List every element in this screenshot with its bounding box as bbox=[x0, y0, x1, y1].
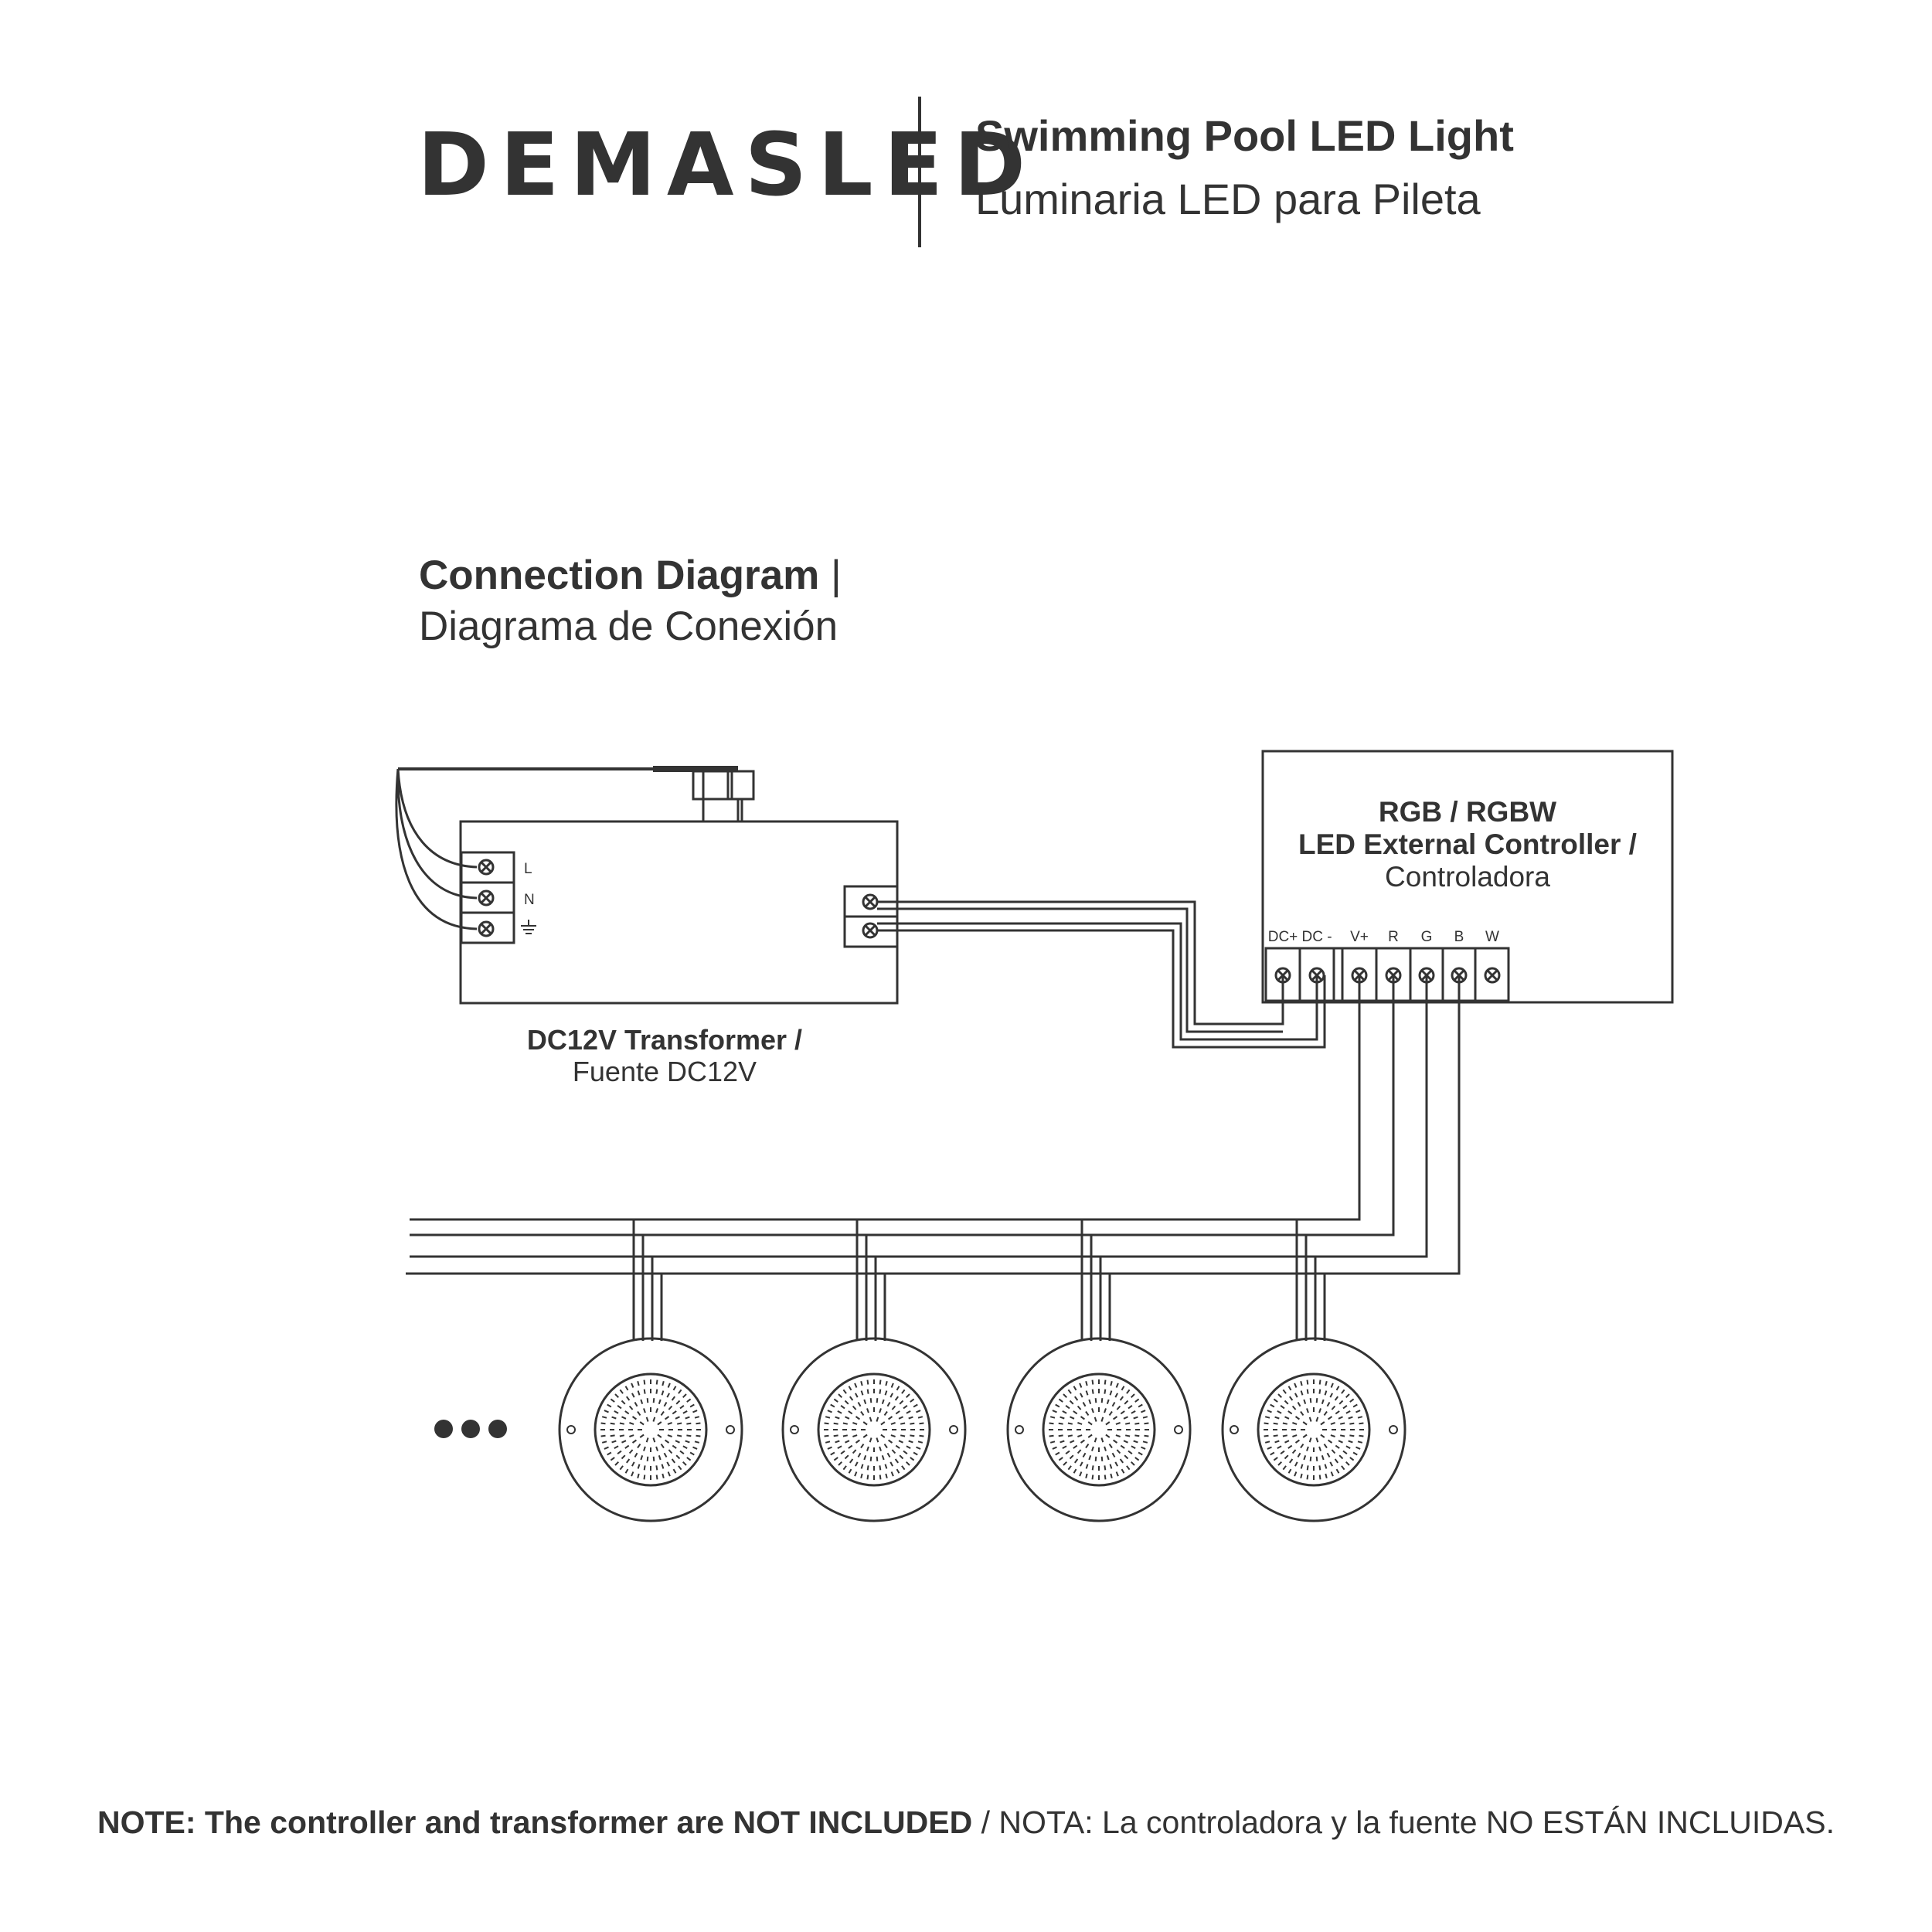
footer-note-bold: NOTE: The controller and transformer are… bbox=[97, 1804, 973, 1840]
transformer-label-en: DC12V Transformer / bbox=[526, 1024, 803, 1056]
controller-terminal-block bbox=[1264, 947, 1510, 1002]
light-screw-icon bbox=[790, 1425, 799, 1434]
power-plug-icon bbox=[398, 766, 755, 821]
transformer-terminal-label: N bbox=[524, 892, 535, 908]
transformer-screw-icons bbox=[478, 859, 495, 937]
section-title-en: Connection Diagram | bbox=[419, 555, 842, 596]
section-title-en-text: Connection Diagram bbox=[419, 553, 820, 598]
controller-terminal-label-0: DC+ bbox=[1268, 929, 1298, 945]
transformer-input-terminal-block bbox=[460, 851, 515, 944]
transformer-label-es: Fuente DC12V bbox=[572, 1056, 757, 1088]
pool-light-4 bbox=[1221, 1218, 1406, 1522]
light-led-pattern bbox=[600, 1379, 701, 1480]
controller-label-line2: LED External Controller / bbox=[1298, 828, 1637, 860]
section-title-es: Diagrama de Conexión bbox=[419, 604, 838, 649]
light-lens bbox=[1257, 1372, 1371, 1487]
light-outer-ring bbox=[558, 1337, 743, 1522]
light-led-pattern bbox=[824, 1379, 924, 1480]
light-screw-icon bbox=[1230, 1425, 1239, 1434]
light-led-pattern bbox=[1049, 1379, 1149, 1480]
brand-logo: DEMASLED bbox=[417, 115, 1037, 216]
controller-terminal-dividers bbox=[1298, 948, 1477, 1001]
light-screw-icon bbox=[949, 1425, 958, 1434]
light-screw-icon bbox=[1015, 1425, 1024, 1434]
controller-terminal-label-5: B bbox=[1454, 929, 1464, 945]
light-bus-wires bbox=[406, 975, 1461, 1275]
light-led-pattern bbox=[1264, 1379, 1364, 1480]
controller-label: RGB / RGBW LED External Controller / Con… bbox=[1263, 796, 1672, 893]
light-lens bbox=[1042, 1372, 1156, 1487]
pool-light-2 bbox=[781, 1218, 967, 1522]
mains-input-wires bbox=[395, 768, 478, 930]
ground-icon bbox=[521, 920, 536, 934]
transformer-box bbox=[459, 820, 899, 1005]
light-screw-icon bbox=[1389, 1425, 1398, 1434]
dc-power-wires bbox=[877, 900, 1326, 1049]
controller-screw-icons bbox=[1274, 967, 1501, 984]
light-lens bbox=[594, 1372, 708, 1487]
light-outer-ring bbox=[1221, 1337, 1406, 1522]
transformer-terminal-label: L bbox=[524, 861, 532, 877]
controller-terminal-label-2: V+ bbox=[1350, 929, 1369, 945]
controller-box bbox=[1261, 750, 1674, 1004]
pool-light-1 bbox=[558, 1218, 743, 1522]
light-screw-icon bbox=[1174, 1425, 1183, 1434]
light-screw-icon bbox=[726, 1425, 735, 1434]
more-lights-dots-icon bbox=[434, 1420, 507, 1438]
product-title-es: Luminaria LED para Pileta bbox=[975, 175, 1481, 223]
footer-note: NOTE: The controller and transformer are… bbox=[0, 1807, 1932, 1838]
controller-terminal-label-4: G bbox=[1421, 929, 1433, 945]
controller-terminal-label-1: DC - bbox=[1301, 929, 1332, 945]
controller-label-line1: RGB / RGBW bbox=[1378, 796, 1557, 828]
controller-terminal-label-6: W bbox=[1485, 929, 1499, 945]
transformer-label: DC12V Transformer / Fuente DC12V bbox=[433, 1024, 896, 1088]
light-outer-ring bbox=[1006, 1337, 1192, 1522]
light-screw-icon bbox=[566, 1425, 576, 1434]
section-title-separator: | bbox=[819, 553, 842, 598]
light-outer-ring bbox=[781, 1337, 967, 1522]
light-lens bbox=[817, 1372, 931, 1487]
controller-terminal-label-3: R bbox=[1388, 929, 1399, 945]
product-title-en: Swimming Pool LED Light bbox=[975, 111, 1514, 160]
controller-label-es: Controladora bbox=[1385, 860, 1550, 893]
footer-note-normal: / NOTA: La controladora y la fuente NO E… bbox=[972, 1804, 1835, 1840]
header-divider bbox=[918, 97, 921, 247]
pool-light-3 bbox=[1006, 1218, 1192, 1522]
